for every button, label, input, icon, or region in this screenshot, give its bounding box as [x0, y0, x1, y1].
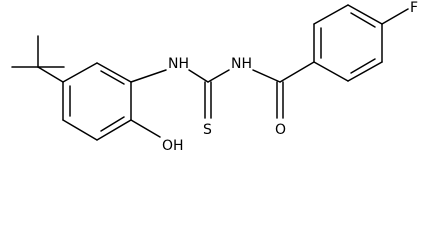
bond-tbu-to-ring	[37, 66, 64, 83]
ring-left-double-1	[100, 70, 125, 85]
bond-carbonyl-to-ring	[279, 61, 315, 83]
nitrogen-right-label: NH	[231, 56, 252, 72]
ring-left-bond-5	[62, 119, 98, 141]
bond-nh-left-to-thiocarbon	[188, 69, 209, 83]
oxygen-label: O	[275, 122, 286, 138]
nitrogen-left-label: NH	[168, 56, 189, 72]
ring-right-double-3	[350, 58, 376, 74]
structure-canvas: OH NH S NH O F	[11, 0, 418, 154]
right-benzene-ring	[313, 4, 383, 82]
ring-right-bond-5	[347, 61, 383, 82]
hydroxyl-label: OH	[162, 138, 184, 154]
bond-ring-to-oh	[130, 119, 161, 138]
ring-right-bond-2	[313, 4, 349, 25]
molecule-diagram: OH NH S NH O F	[11, 0, 418, 154]
bond-thiocarbon-to-nh-right	[207, 69, 230, 83]
ring-right-bond-6	[313, 61, 349, 82]
ring-left-bond-1	[62, 62, 98, 83]
ring-left-double-2	[100, 116, 125, 132]
tert-butyl-group	[11, 35, 65, 83]
fluorine-label: F	[410, 0, 418, 16]
ring-left-bond-4	[96, 119, 132, 141]
left-benzene-ring	[62, 62, 132, 141]
sulfur-label: S	[203, 122, 212, 138]
ring-right-bond-3	[347, 4, 383, 25]
bond-ring-to-fluorine	[381, 8, 409, 25]
bond-ring-to-nh-left	[130, 69, 167, 83]
ring-right-double-2	[350, 12, 376, 28]
bond-nh-right-to-carbonyl	[252, 69, 281, 83]
ring-left-bond-2	[96, 62, 132, 83]
